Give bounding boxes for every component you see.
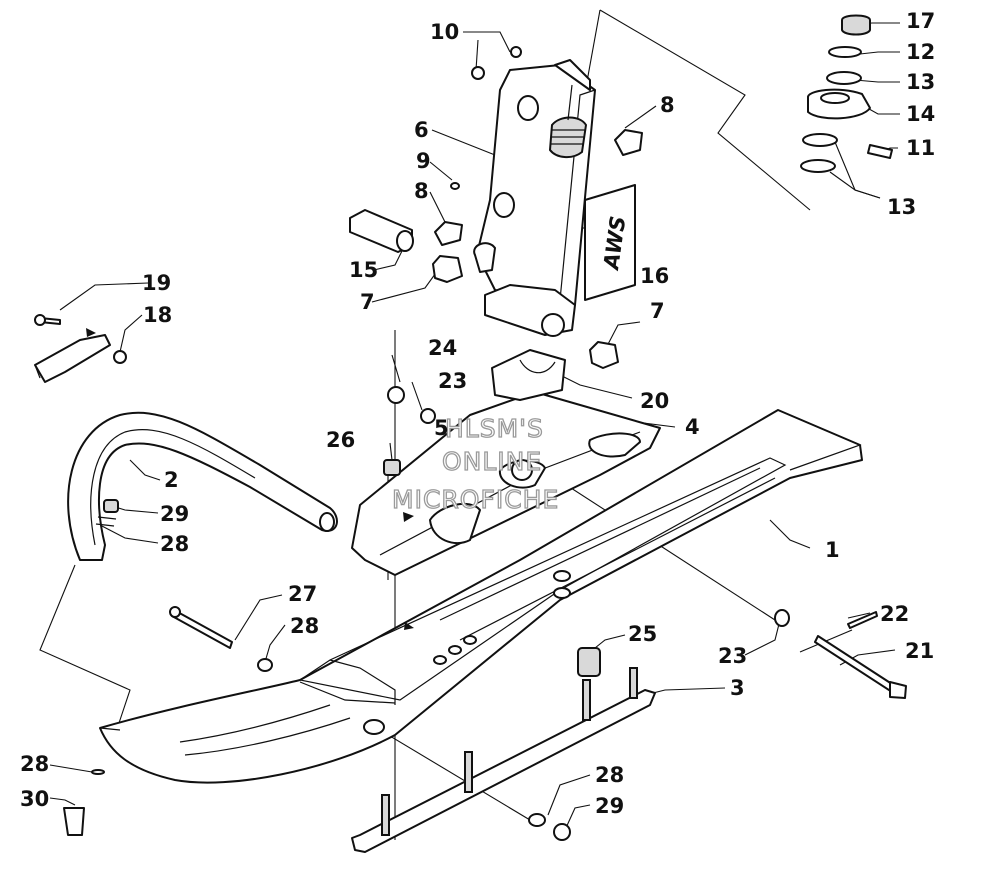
callout-label: 30 <box>20 787 49 811</box>
callout-label: 7 <box>650 299 665 323</box>
callout-label: 10 <box>430 20 459 44</box>
ski-body <box>99 409 863 784</box>
callout-label: 20 <box>640 389 669 413</box>
callout-label: 15 <box>349 258 378 282</box>
wear-bar <box>351 667 656 853</box>
callout-label: 13 <box>887 195 916 219</box>
callout-label: 23 <box>438 369 467 393</box>
ski-saddle <box>351 391 661 576</box>
callout-label: 12 <box>906 40 935 64</box>
watermark-line-1: HLSM'S <box>445 414 544 443</box>
callout-label: 28 <box>20 752 49 776</box>
callout-label: 29 <box>595 794 624 818</box>
callout-label: 23 <box>718 644 747 668</box>
callout-labels: 1 2 3 4 5 6 7 7 8 8 9 10 11 12 13 13 14 … <box>20 9 935 818</box>
callout-label: 13 <box>906 70 935 94</box>
callout-label: 3 <box>730 676 745 700</box>
watermark: HLSM'S ONLINE MICROFICHE <box>391 413 559 514</box>
callout-label: 16 <box>640 264 669 288</box>
top-hardware <box>800 14 893 173</box>
callout-label: 6 <box>414 118 429 142</box>
callout-label: 11 <box>906 136 935 160</box>
callout-label: 5 <box>434 416 449 440</box>
callout-label: 28 <box>595 763 624 787</box>
callout-label: 1 <box>825 538 840 562</box>
callout-label: 21 <box>905 639 934 663</box>
decal: AWS <box>584 184 636 301</box>
callout-label: 8 <box>660 93 675 117</box>
callout-label: 7 <box>360 290 375 314</box>
callout-label: 22 <box>880 602 909 626</box>
callout-label: 28 <box>160 532 189 556</box>
watermark-line-3: MICROFICHE <box>392 485 559 514</box>
ski-loop <box>67 411 338 561</box>
callout-label: 19 <box>142 271 171 295</box>
bump-stop <box>491 349 566 401</box>
callout-label: 18 <box>143 303 172 327</box>
spindle-column <box>473 59 596 337</box>
callout-label: 28 <box>290 614 319 638</box>
callout-label: 9 <box>416 149 431 173</box>
callout-label: 26 <box>326 428 355 452</box>
small-hardware <box>63 46 907 841</box>
callout-label: 17 <box>906 9 935 33</box>
callout-label: 2 <box>164 468 179 492</box>
callout-label: 29 <box>160 502 189 526</box>
callout-label: 24 <box>428 336 457 360</box>
callout-label: 4 <box>685 415 700 439</box>
callout-label: 27 <box>288 582 317 606</box>
bushings <box>349 129 643 369</box>
callout-label: 25 <box>628 622 657 646</box>
callout-label: 8 <box>414 179 429 203</box>
watermark-line-2: ONLINE <box>442 447 542 476</box>
callout-label: 14 <box>906 102 935 126</box>
bracket <box>34 314 127 383</box>
